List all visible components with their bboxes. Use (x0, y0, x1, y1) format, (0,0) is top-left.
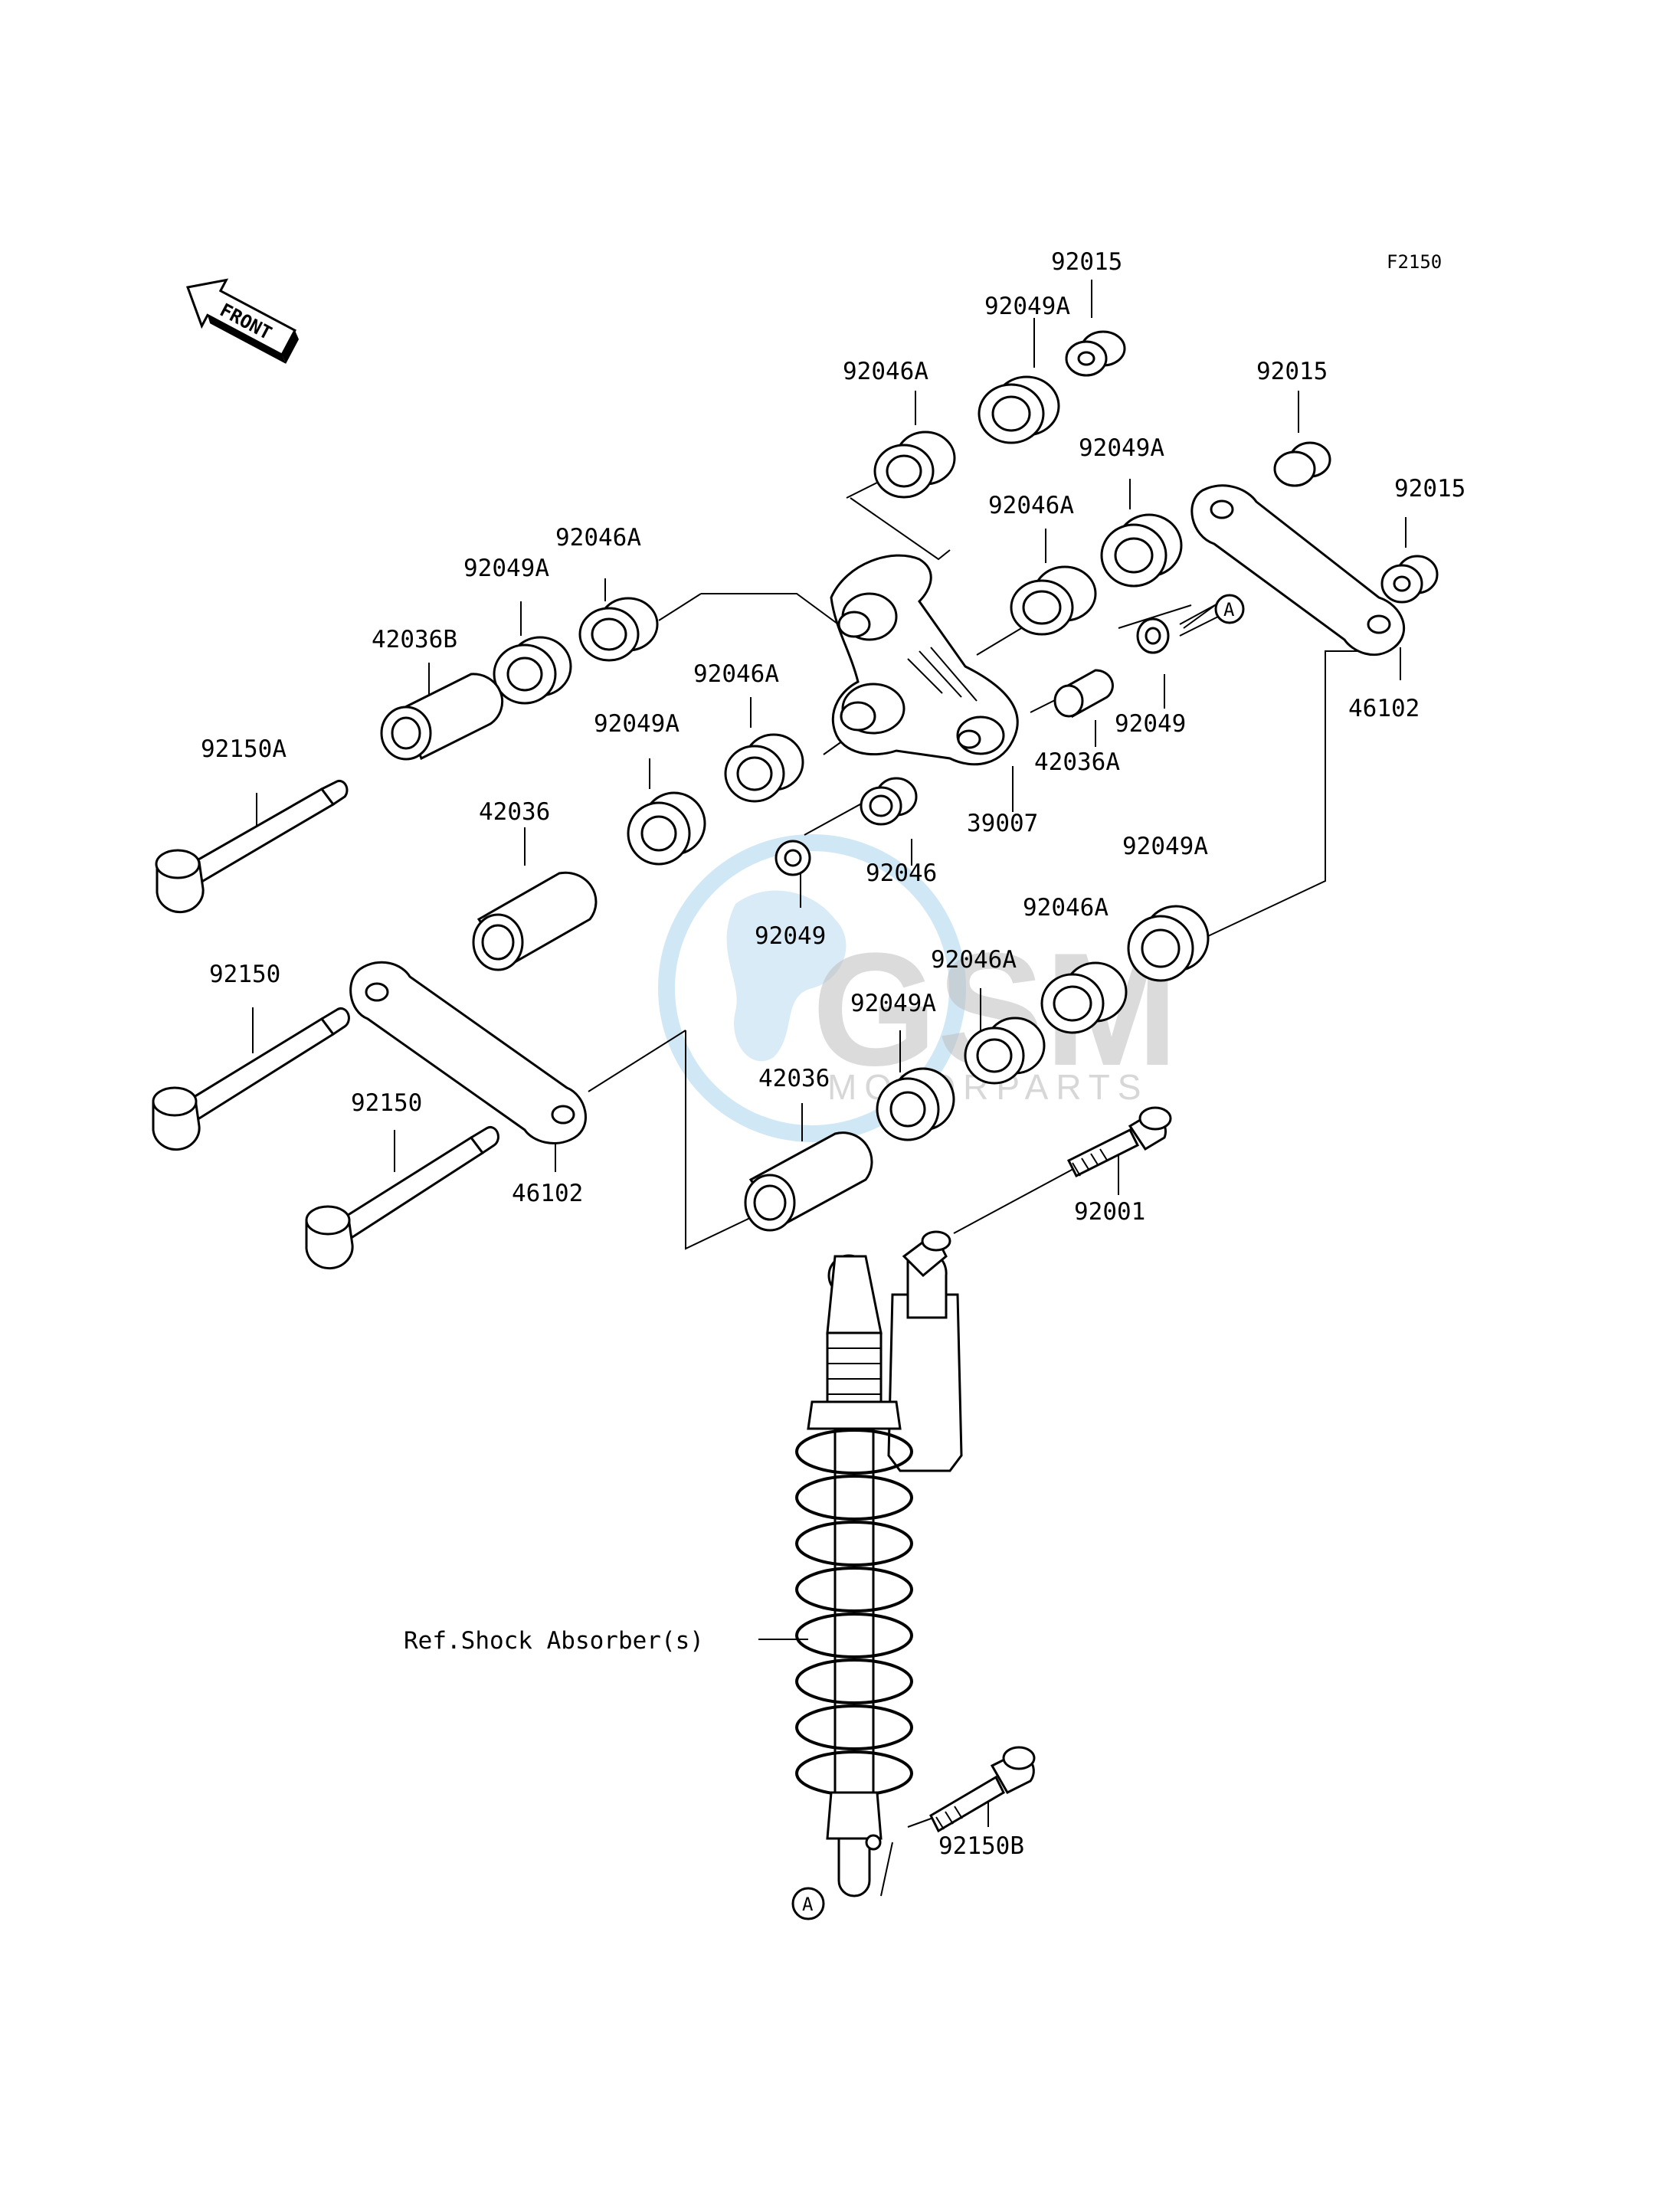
bolt-92150A (155, 779, 349, 914)
label-92046A-5: 92046A (1023, 894, 1109, 922)
label-46102-2: 46102 (512, 1180, 583, 1207)
nut-92015-top (1065, 330, 1126, 377)
label-42036A: 42036A (1034, 748, 1120, 776)
seal-92049A-top (978, 375, 1060, 444)
shock-absorber (795, 1230, 963, 1897)
bearing-92046 (860, 777, 918, 826)
label-92049A-4: 92049A (594, 710, 680, 738)
label-92046A-2: 92046A (988, 492, 1074, 519)
watermark-globe (658, 834, 966, 1142)
seal-92049A-left (493, 636, 572, 705)
label-92015-2: 92015 (1256, 358, 1328, 385)
label-92046A-4: 92046A (693, 660, 779, 688)
bolt-92001 (1066, 1106, 1172, 1178)
front-arrow-icon: FRONT (185, 278, 300, 364)
nut-92015-mid (1273, 441, 1331, 487)
label-92049A-1: 92049A (984, 293, 1070, 320)
seal-92049A-lower-right (1127, 905, 1210, 982)
callout-a-top: A (1179, 594, 1245, 637)
label-92046A-6: 92046A (931, 946, 1017, 974)
bearing-92046A-center (724, 733, 804, 803)
label-92015-3: 92015 (1394, 475, 1465, 503)
bolt-92150B (929, 1746, 1036, 1833)
collar-42036A (1053, 669, 1114, 719)
figure-code: F2150 (1387, 251, 1442, 273)
tie-rod-46102-right (1190, 484, 1406, 656)
tie-rod-46102-left (349, 961, 587, 1144)
callout-a-top-text: A (1223, 599, 1235, 620)
label-shock-ref: Ref.Shock Absorber(s) (404, 1627, 704, 1655)
bolt-92150-upper (152, 1007, 350, 1151)
seal-92049A-lower (876, 1067, 955, 1141)
label-42036B: 42036B (372, 626, 457, 653)
label-92046: 92046 (866, 859, 937, 887)
label-92049A-3: 92049A (463, 555, 549, 582)
collar-42036-upper (472, 871, 598, 971)
nut-92015-right (1380, 555, 1439, 604)
seal-92049A-right (1100, 513, 1183, 588)
parts: A (152, 330, 1439, 1920)
label-42036-2: 42036 (758, 1065, 830, 1092)
label-92150B: 92150B (938, 1832, 1024, 1860)
label-92049-2: 92049 (755, 922, 826, 950)
label-92049A-5: 92049A (1122, 833, 1208, 860)
bearing-92046A-top (873, 431, 956, 499)
washer-92049-lower (775, 840, 811, 876)
label-92150-1: 92150 (209, 961, 280, 988)
watermark-continents (726, 890, 847, 1062)
shock-spring (795, 1429, 913, 1796)
bearing-92046A-left (578, 597, 659, 662)
bolt-92150-lower (305, 1125, 499, 1270)
label-92150A: 92150A (201, 735, 287, 763)
label-92046A-3: 92046A (555, 524, 641, 552)
bearing-92046A-lower-right (1040, 961, 1128, 1034)
bearing-92046A-right (1010, 565, 1097, 636)
collar-42036B (380, 673, 504, 761)
label-92001: 92001 (1074, 1198, 1145, 1226)
label-92049A-2: 92049A (1079, 434, 1164, 462)
label-46102-1: 46102 (1348, 695, 1420, 722)
label-42036-1: 42036 (479, 798, 550, 826)
bearing-92046A-lower (964, 1017, 1046, 1085)
callout-a-bottom-text: A (802, 1894, 814, 1915)
callout-a-bottom: A (791, 1887, 825, 1920)
collar-42036-lower (744, 1131, 873, 1232)
label-39007: 39007 (967, 810, 1038, 837)
washer-92049-upper (1136, 617, 1170, 654)
label-92049-1: 92049 (1115, 710, 1186, 738)
label-92049A-6: 92049A (850, 990, 936, 1017)
label-92015-1: 92015 (1051, 248, 1122, 276)
rocker-arm-39007 (830, 554, 1019, 766)
label-92150-2: 92150 (351, 1089, 422, 1117)
seal-92049A-center (627, 791, 706, 866)
part-labels: 92015 92049A 92046A 92015 92049A 92015 9… (201, 248, 1465, 1860)
label-92046A-1: 92046A (843, 358, 928, 385)
